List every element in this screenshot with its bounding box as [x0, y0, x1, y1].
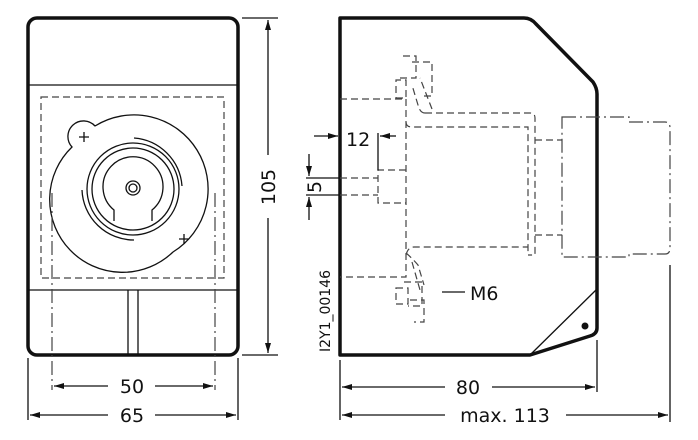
auxiliary-contact-outline: [561, 116, 671, 258]
dim-depth: 80: [456, 377, 480, 399]
plus-marks: [79, 132, 189, 244]
corner-bevel: [529, 289, 597, 356]
rotary-mechanism: [49, 114, 209, 273]
hidden-mounting-plate: [40, 96, 225, 279]
hidden-terminals: [405, 77, 433, 291]
thread-label: M6: [470, 283, 498, 305]
hidden-connector: [535, 139, 562, 236]
drawing-id: I2Y1_00146: [318, 270, 334, 352]
hidden-contact-bridge: [405, 112, 536, 256]
dim-width-inner: 50: [120, 376, 144, 398]
hidden-plate: [340, 98, 407, 278]
hidden-screws: [395, 55, 433, 323]
side-housing-outline: [338, 16, 599, 357]
dim-offset: 12: [346, 129, 370, 151]
screw-dot: [581, 322, 589, 330]
side-view: M6 I2Y1_00146 12 5 80 max. 113: [304, 16, 671, 427]
front-view: 50 65 105: [26, 16, 280, 427]
dim-width-outer: 65: [120, 405, 144, 427]
hidden-stud: [340, 169, 406, 204]
dim-gap: 5: [304, 181, 326, 193]
dim-max-depth: max. 113: [460, 405, 550, 427]
housing-outline: [26, 16, 240, 357]
dim-height: 105: [258, 169, 280, 205]
